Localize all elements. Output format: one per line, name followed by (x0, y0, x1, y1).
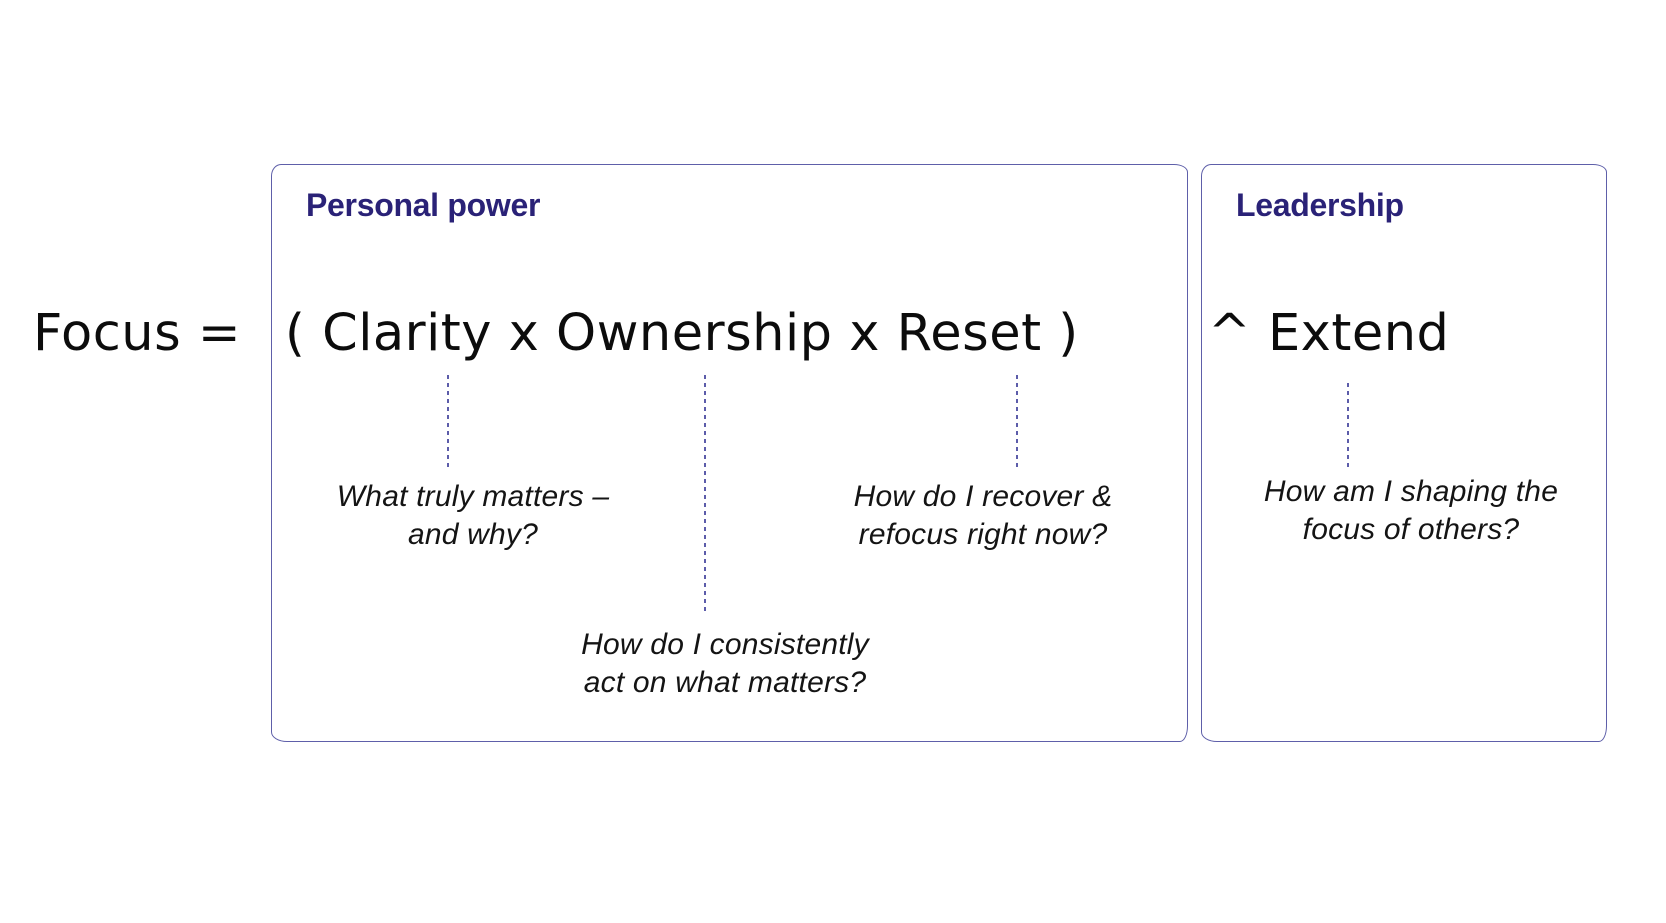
extend-question: How am I shaping the focus of others? (1201, 473, 1621, 549)
clarity-question-line1: What truly matters – (336, 480, 610, 513)
ownership-question: How do I consistently act on what matter… (515, 626, 935, 702)
personal-power-title: Personal power (306, 187, 541, 223)
extend-question-line1: How am I shaping the (1263, 475, 1559, 508)
leadership-title: Leadership (1236, 187, 1404, 223)
personal-power-box: Personal power (271, 164, 1188, 742)
formula-personal-expression: ( Clarity x Ownership x Reset ) (285, 304, 1079, 363)
reset-question: How do I recover & refocus right now? (773, 478, 1193, 554)
ownership-connector-line (704, 375, 706, 612)
ownership-question-line1: How do I consistently (581, 628, 869, 661)
leadership-box: Leadership (1201, 164, 1607, 742)
clarity-connector-line (447, 375, 449, 467)
formula-leadership-expression: ^ Extend (1208, 304, 1450, 363)
clarity-question-line2: and why? (407, 518, 539, 551)
reset-connector-line (1016, 375, 1018, 467)
ownership-question-line2: act on what matters? (583, 666, 867, 699)
extend-question-line2: focus of others? (1302, 513, 1520, 546)
clarity-question: What truly matters – and why? (263, 478, 683, 554)
reset-question-line1: How do I recover & (853, 480, 1113, 513)
reset-question-line2: refocus right now? (858, 518, 1108, 551)
formula-focus-equals: Focus = (33, 304, 242, 363)
extend-connector-line (1347, 383, 1349, 467)
